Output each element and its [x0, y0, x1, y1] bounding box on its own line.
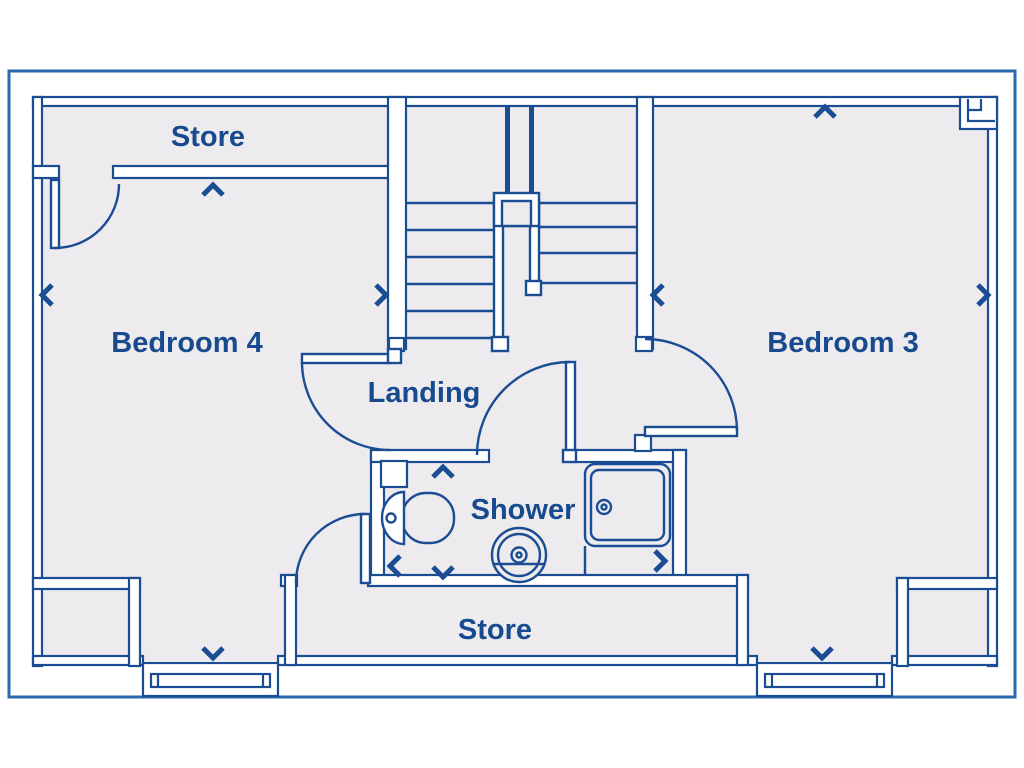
chevron-left-icon	[38, 283, 54, 307]
door-bedroom-4	[300, 347, 403, 452]
walls	[31, 95, 999, 668]
staircase	[406, 104, 636, 353]
wall-top	[31, 95, 999, 108]
chevron-up-icon	[431, 463, 455, 479]
room-label-shower: Shower	[471, 494, 576, 526]
door-store-top	[49, 178, 121, 250]
chevron-up-icon	[201, 181, 225, 197]
chevron-right-icon	[976, 283, 992, 307]
chevron-down-icon	[201, 646, 225, 662]
room-label-store-top: Store	[171, 121, 245, 153]
room-label-bedroom-4: Bedroom 4	[111, 327, 262, 359]
window	[755, 661, 894, 698]
window	[141, 661, 280, 698]
closet-wall	[895, 576, 999, 591]
closet-wall	[127, 576, 142, 668]
room-label-bedroom-3: Bedroom 3	[767, 327, 918, 359]
closet-wall	[31, 576, 142, 591]
room-label-store-bottom: Store	[458, 614, 532, 646]
newel-post	[524, 279, 543, 297]
door-bedroom-3	[643, 337, 739, 438]
chevron-down-icon	[431, 565, 455, 581]
chevron-down-icon	[810, 646, 834, 662]
chevron-right-icon	[653, 549, 669, 573]
door-store-bottom	[294, 512, 372, 585]
door-shower	[475, 360, 578, 464]
stairwell-wall	[635, 95, 655, 351]
basin-icon	[490, 526, 548, 584]
closet-wall	[895, 576, 910, 668]
newel-post	[490, 335, 510, 353]
wall-bottom	[31, 654, 145, 667]
shower-tray-icon	[583, 462, 672, 575]
chevron-right-icon	[374, 283, 390, 307]
chevron-left-icon	[649, 283, 665, 307]
toilet-icon	[380, 490, 456, 546]
wall-bottom	[890, 654, 999, 667]
wall-bottom	[276, 654, 759, 667]
chevron-up-icon	[813, 103, 837, 119]
corner-duct	[958, 95, 999, 131]
stairwell-wall	[386, 95, 408, 351]
chevron-left-icon	[386, 554, 402, 578]
room-label-landing: Landing	[368, 377, 481, 409]
